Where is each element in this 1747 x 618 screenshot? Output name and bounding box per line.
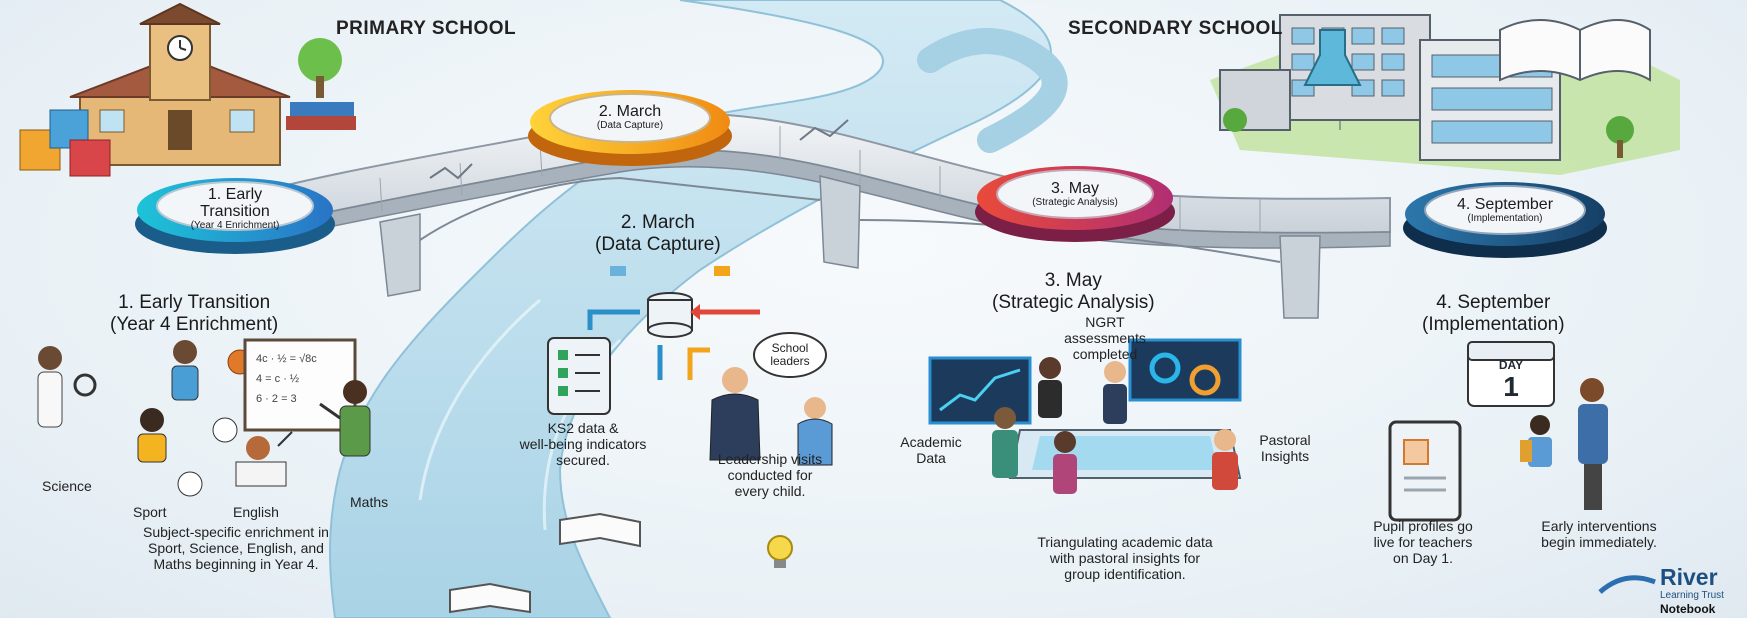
- plate-1-subtitle: (Year 4 Enrichment): [190, 220, 280, 231]
- svg-text:4 = c · ½: 4 = c · ½: [256, 373, 299, 385]
- profiles-caption-line3: on Day 1.: [1393, 550, 1453, 566]
- stage-4-title-block: 4. September (Implementation): [1422, 292, 1565, 336]
- calendar-day-number: 1: [1503, 371, 1519, 402]
- plate-2-disc: [528, 90, 732, 166]
- plate-3-title: 3. May: [1050, 180, 1099, 197]
- academic-data-line1: Academic: [900, 434, 962, 450]
- interventions-caption-line1: Early interventions: [1541, 518, 1657, 534]
- plate-4-subtitle: (Implementation): [1467, 213, 1543, 224]
- stage-1-title: 1. Early Transition: [118, 292, 271, 313]
- plate-4-title: 4. September: [1456, 196, 1554, 213]
- label-english: English: [233, 504, 279, 520]
- ngrt-caption: NGRT assessments completed: [1050, 314, 1160, 362]
- calendar-day-label: DAY: [1498, 358, 1524, 372]
- ks2-caption-line3: secured.: [556, 452, 610, 468]
- stage-3-subtitle: (Strategic Analysis): [992, 292, 1155, 313]
- stage-2-title: 2. March: [620, 212, 695, 233]
- stage-2-subtitle: (Data Capture): [595, 234, 721, 255]
- speech-bubble-label: School leaders: [758, 342, 822, 368]
- stage-4-illustration: [1388, 341, 1608, 522]
- speech-bubble-line1: School: [771, 341, 809, 355]
- stage-1-caption-line2: Sport, Science, English, and: [148, 540, 324, 556]
- plate-1-title: 1. Early: [207, 186, 263, 203]
- visits-caption-line2: conducted for: [727, 467, 813, 483]
- stage-1-caption-line3: Maths beginning in Year 4.: [153, 556, 319, 572]
- speech-bubble-line2: leaders: [770, 354, 810, 368]
- svg-text:6 · 2 = 3: 6 · 2 = 3: [256, 393, 297, 405]
- stage-1-illustration: 4c · ½ = √8c 4 = c · ½ 6 · 2 = 3: [37, 338, 371, 497]
- plate-1-disc: [135, 178, 335, 254]
- bridge: [209, 112, 1391, 319]
- logo-tagline: Learning Trust: [1660, 590, 1724, 601]
- visits-caption-line3: every child.: [734, 483, 806, 499]
- ngrt-caption-line3: completed: [1072, 346, 1138, 362]
- stage-3-title-block: 3. May (Strategic Analysis): [992, 270, 1155, 314]
- plate-1-label: 1. Early Transition (Year 4 Enrichment): [175, 186, 295, 231]
- ks2-caption-line1: KS2 data &: [547, 420, 619, 436]
- stage-3-caption: Triangulating academic data with pastora…: [1005, 534, 1245, 582]
- stage-1-title-block: 1. Early Transition (Year 4 Enrichment): [110, 292, 278, 336]
- stage-3-caption-line1: Triangulating academic data: [1037, 534, 1213, 550]
- logo-name: River: [1660, 564, 1718, 590]
- ks2-caption: KS2 data & well-being indicators secured…: [508, 420, 658, 468]
- pastoral-insights-label: Pastoral Insights: [1250, 432, 1320, 464]
- profiles-caption-line2: live for teachers: [1373, 534, 1473, 550]
- plate-2-title: 2. March: [598, 103, 662, 120]
- visits-caption-line1: Leadership visits: [717, 451, 823, 467]
- plate-3-subtitle: (Strategic Analysis): [1032, 197, 1118, 208]
- label-science: Science: [42, 478, 92, 494]
- plate-2-label: 2. March (Data Capture): [570, 103, 690, 131]
- stage-1-caption-line1: Subject-specific enrichment in: [143, 524, 329, 540]
- stage-3-illustration: [928, 338, 1242, 494]
- stage-3-title: 3. May: [1044, 270, 1102, 291]
- label-sport: Sport: [133, 504, 167, 520]
- academic-data-line2: Data: [916, 450, 946, 466]
- svg-text:4c · ½ = √8c: 4c · ½ = √8c: [256, 353, 317, 365]
- logo-mark: [1598, 575, 1656, 594]
- plate-2-subtitle: (Data Capture): [596, 120, 664, 131]
- profiles-caption-line1: Pupil profiles go: [1373, 518, 1473, 534]
- stage-4-subtitle: (Implementation): [1422, 314, 1565, 335]
- profiles-caption: Pupil profiles go live for teachers on D…: [1348, 518, 1498, 566]
- river-items: [449, 512, 793, 614]
- interventions-caption: Early interventions begin immediately.: [1524, 518, 1674, 550]
- pastoral-insights-line1: Pastoral: [1259, 432, 1311, 448]
- notebook-badge: Notebook: [1660, 602, 1716, 616]
- plate-3-label: 3. May (Strategic Analysis): [1015, 180, 1135, 208]
- secondary-school-header: SECONDARY SCHOOL: [1068, 18, 1283, 39]
- stage-3-caption-line2: with pastoral insights for: [1049, 550, 1201, 566]
- primary-school-building: [19, 2, 356, 177]
- academic-data-label: Academic Data: [896, 434, 966, 466]
- stage-1-caption: Subject-specific enrichment in Sport, Sc…: [86, 524, 386, 572]
- stage-1-subtitle: (Year 4 Enrichment): [110, 314, 279, 335]
- ngrt-caption-line2: assessments: [1064, 330, 1146, 346]
- label-maths: Maths: [350, 494, 389, 510]
- secondary-school-building: [1210, 14, 1680, 175]
- stage-2-title-block: 2. March (Data Capture): [595, 212, 721, 256]
- ngrt-caption-line1: NGRT: [1085, 314, 1125, 330]
- ks2-caption-line2: well-being indicators: [519, 436, 647, 452]
- primary-school-header: PRIMARY SCHOOL: [336, 18, 517, 39]
- plate-4-label: 4. September (Implementation): [1440, 196, 1570, 224]
- plate-1-title-line2: Transition: [200, 203, 270, 220]
- visits-caption: Leadership visits conducted for every ch…: [695, 451, 845, 499]
- plate-4-disc: [1403, 182, 1607, 258]
- interventions-caption-line2: begin immediately.: [1541, 534, 1657, 550]
- plate-3-disc: [975, 166, 1175, 242]
- stage-4-title: 4. September: [1436, 292, 1551, 313]
- pastoral-insights-line2: Insights: [1260, 448, 1310, 464]
- stage-3-caption-line3: group identification.: [1064, 566, 1186, 582]
- stage-2-illustration: [547, 266, 833, 466]
